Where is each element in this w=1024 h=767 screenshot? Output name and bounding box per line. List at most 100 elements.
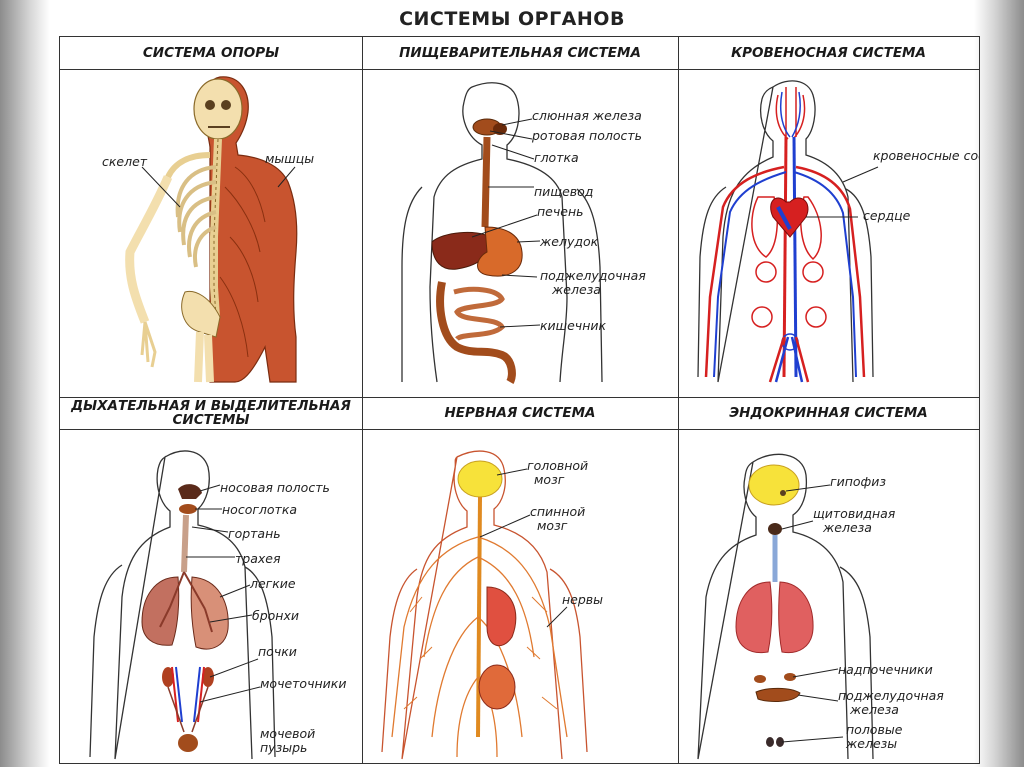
pointer-line [209,614,253,623]
label-pituitary: гипофиз [830,474,886,489]
pointer-line [199,686,261,703]
muscle-fibers [219,166,266,358]
pointer-line [501,274,538,278]
body-outline [717,80,854,383]
label-skeleton: скелет [102,154,148,169]
lung-shape [486,586,517,647]
panel-nervous-system: НЕРВНАЯ СИСТЕМА головной [362,397,678,763]
brain-shape [748,464,800,506]
pointer-line [781,736,844,743]
pointer-line [471,214,538,238]
pointer-line [277,166,296,188]
panel-endocrine-system: ЭНДОКРИННАЯ СИСТЕМА [678,397,979,763]
label-heart: сердце [863,208,911,223]
heart-vein [776,206,792,230]
pointer-line [499,324,541,328]
label-gonads-line1: половые [846,722,903,737]
panel-heading: ЭНДОКРИННАЯ СИСТЕМА [678,397,979,430]
panel-support-system: СИСТЕМА ОПОРЫ [60,37,362,397]
label-larynx: гортань [228,526,281,541]
label-thyroid-line1: щитовидная [813,506,896,521]
lung-left-shape [735,581,773,654]
panel-heading-text: СИСТЕМЫ [172,412,250,428]
brain-shape [457,460,503,498]
page: СИСТЕМЫ ОРГАНОВ СИСТЕМА ОПОРЫ [50,0,980,767]
head-arteries [775,87,806,140]
label-spinal-line2: мозг [537,518,568,533]
label-nasopharynx: носоглотка [222,502,298,517]
organ-vessels-left [751,306,773,328]
panel-heading-text: НЕРВНАЯ СИСТЕМА [444,405,596,421]
label-gonads-line2: железы [846,736,898,751]
kidney-left [162,667,174,687]
pointer-line [501,118,533,126]
label-liver: печень [537,204,584,219]
pancreas-shape [755,687,801,702]
body-outline [401,450,563,760]
label-pancreas-line1: поджелудочная [838,688,944,703]
respiratory-illustration [89,450,276,760]
pointer-line [516,240,541,243]
nerve-branches [403,596,558,710]
panel-heading: КРОВЕНОСНАЯ СИСТЕМА [678,37,979,70]
gonad-right-shape [776,737,784,747]
label-intestine: кишечник [540,318,607,333]
label-bronchi: бронхи [252,608,299,623]
lung-left-shape [141,576,180,646]
pointer-line [546,606,568,628]
pituitary-shape [780,490,786,496]
pointer-line [141,166,181,208]
label-blood-vessels: кровеносные сосуды [873,148,979,163]
label-muscles: мышцы [265,151,315,166]
label-trachea: трахея [235,551,281,566]
body-outline [429,82,568,383]
gonad-left-shape [766,737,774,747]
label-nasal-cavity: носовая полость [220,480,330,495]
bronchi-shape [159,571,213,633]
body-outline [114,450,253,760]
pointer-line [479,514,531,538]
label-spinal-line1: спинной [530,504,586,519]
ribcage [175,165,217,268]
kidney-vessels-right [802,261,824,283]
label-pancreas-line2: железа [850,702,899,717]
panel-heading: НЕРВНАЯ СИСТЕМА [362,397,678,430]
arm-outline [401,186,603,383]
skull [193,78,243,140]
pointer-line [219,584,251,598]
label-esophagus: пищевод [534,184,594,199]
hand-bones [140,321,157,368]
leg-veins [774,336,804,383]
small-intestine-shape [453,286,506,342]
pointer-line [785,484,831,492]
clavicle [165,152,211,179]
bladder-shape [178,734,198,752]
panel-heading-text: КРОВЕНОСНАЯ СИСТЕМА [731,45,926,61]
stomach-shape [477,226,523,277]
label-ureters: мочеточники [260,676,347,691]
pointer-line [792,668,839,678]
leg-arteries [768,336,810,383]
panel-circulatory-system: КРОВЕНОСНАЯ СИСТЕМА [678,37,979,397]
label-pancreas-line1: поджелудочная [540,268,646,283]
label-kidneys: почки [258,644,297,659]
arm-bone [125,175,173,324]
kidney-right [202,667,214,687]
arm-outline [839,566,874,760]
nasopharynx-shape [179,504,197,514]
esophagus-shape [481,136,491,228]
label-brain-line2: мозг [534,472,565,487]
organ-systems-grid: СИСТЕМА ОПОРЫ [59,36,980,764]
pointer-line [842,166,879,183]
lung-right-shape [778,581,814,654]
eye-socket [205,100,215,110]
panel-heading: СИСТЕМА ОПОРЫ [60,37,362,70]
panel-heading: ПИЩЕВАРИТЕЛЬНАЯ СИСТЕМА [362,37,678,70]
trachea-shape [181,514,189,573]
label-bladder-line1: мочевой [260,726,316,741]
arm-vein-right [793,171,857,378]
panel-heading-text: СИСТЕМА ОПОРЫ [142,45,280,61]
label-bladder-line2: пузырь [260,740,308,755]
nervous-illustration [381,450,588,760]
kidney-vessels-left [755,261,777,283]
